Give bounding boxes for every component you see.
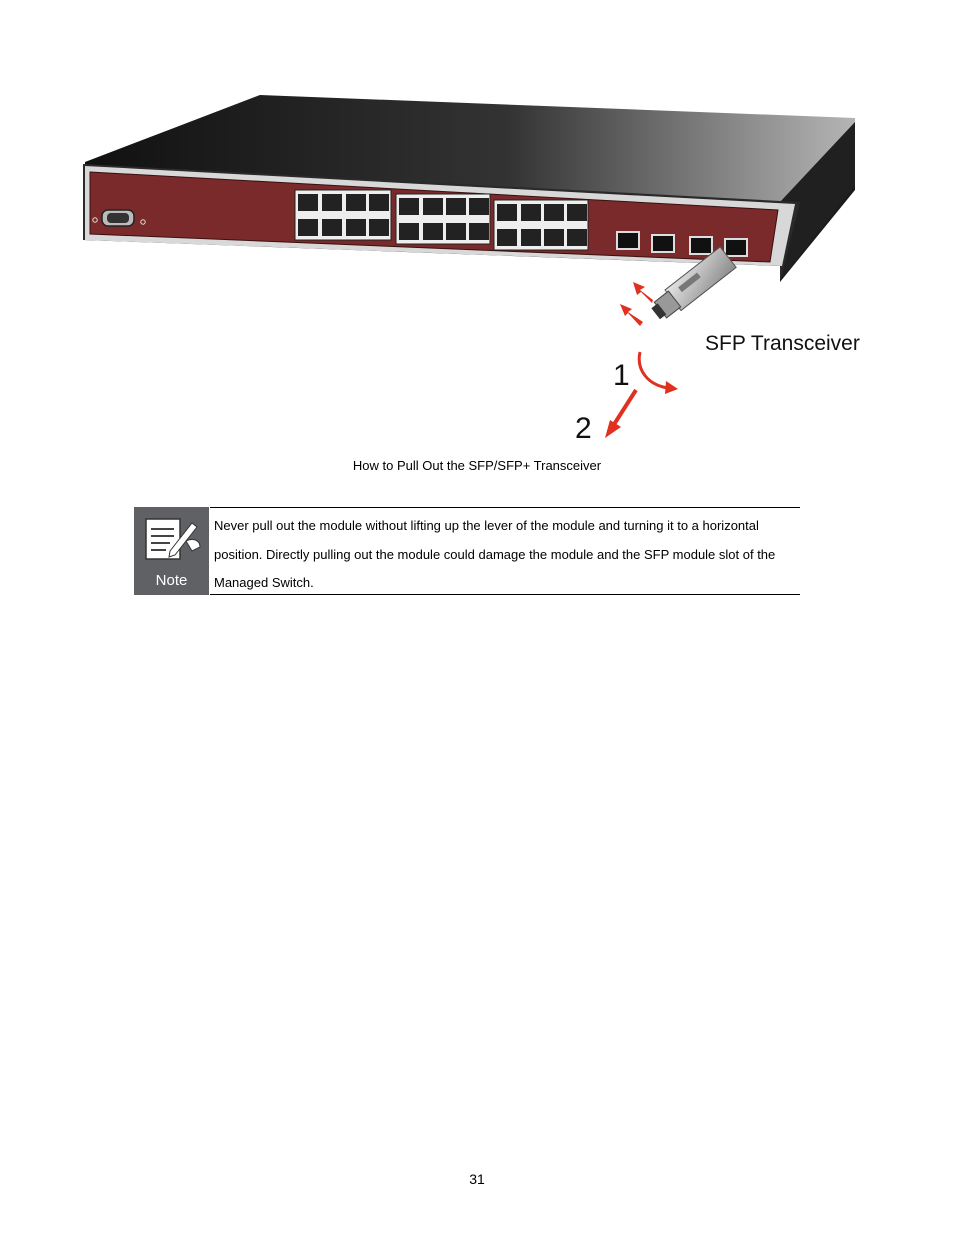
arrow-pull-out bbox=[611, 388, 638, 428]
console-port bbox=[92, 209, 146, 227]
switch-illustration: SFP Transceiver 1 2 bbox=[80, 90, 880, 450]
notepad-pen-icon bbox=[145, 518, 201, 560]
sfp-module bbox=[651, 246, 737, 320]
step-1-label: 1 bbox=[613, 359, 630, 392]
note-text: Never pull out the module without liftin… bbox=[214, 518, 776, 590]
rj45-port-group-1 bbox=[294, 189, 392, 241]
rj45-port-group-3 bbox=[493, 199, 589, 251]
sfp-transceiver-label: SFP Transceiver bbox=[705, 332, 860, 355]
switch-diagram: SFP Transceiver 1 2 bbox=[83, 95, 860, 445]
arrow-slide-out bbox=[620, 282, 653, 326]
note-text-container: Never pull out the module without liftin… bbox=[210, 507, 800, 595]
sfp-slots bbox=[616, 231, 748, 257]
rj45-port-group-2 bbox=[395, 193, 491, 245]
note-box: Note Never pull out the module without l… bbox=[134, 507, 800, 595]
figure-caption: How to Pull Out the SFP/SFP+ Transceiver bbox=[352, 458, 602, 473]
page-number: 31 bbox=[469, 1171, 485, 1187]
step-2-label: 2 bbox=[575, 412, 592, 445]
arrow-lift-lever bbox=[637, 351, 669, 390]
note-icon: Note bbox=[134, 507, 210, 595]
note-icon-label: Note bbox=[155, 572, 188, 589]
